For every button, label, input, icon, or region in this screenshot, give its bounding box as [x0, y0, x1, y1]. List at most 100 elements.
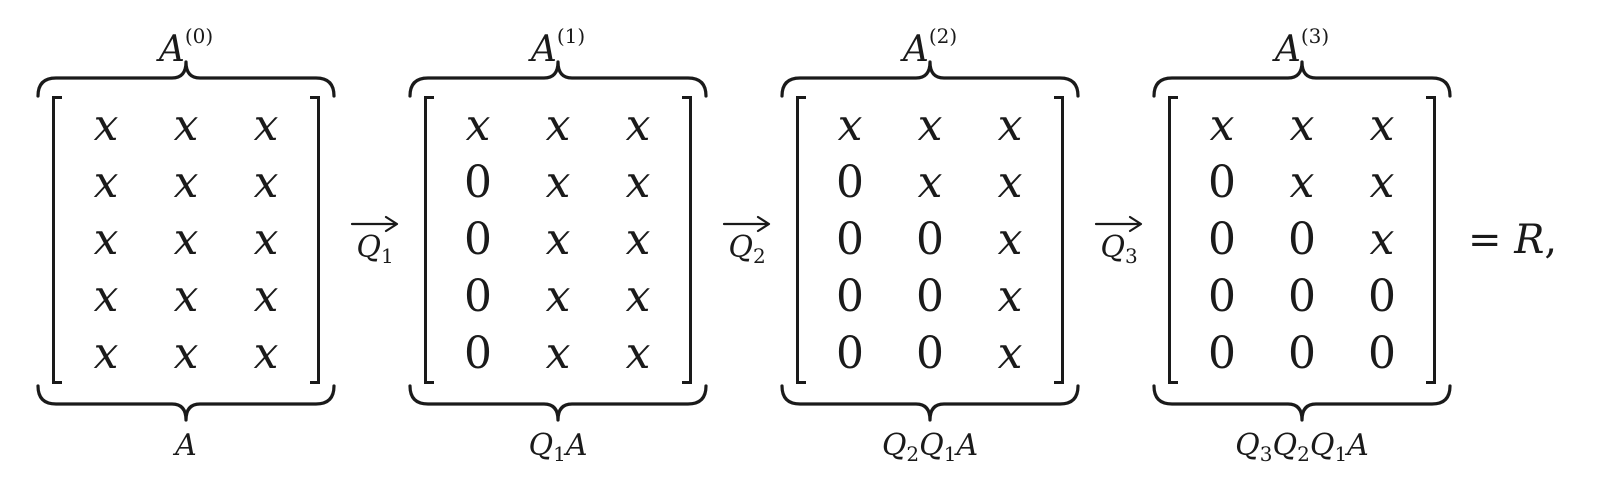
matrix-entry: x: [997, 213, 1023, 265]
label-symbol: Q: [528, 428, 554, 463]
transform-arrow-3: Q3: [1092, 214, 1146, 278]
label-symbol: Q: [1309, 428, 1335, 463]
matrix-entry: x: [545, 156, 571, 208]
result-punctuation: ,: [1544, 217, 1558, 263]
top-symbol: A: [530, 29, 557, 70]
matrix-entry: x: [1289, 99, 1315, 151]
left-bracket: [796, 96, 806, 384]
top-symbol: A: [1274, 29, 1301, 70]
matrix-entry: 0: [464, 327, 492, 379]
stage-top-label: A(0): [26, 14, 346, 72]
label-symbol: Q: [1272, 428, 1298, 463]
matrix-entry: 0: [1208, 156, 1236, 208]
right-bracket: [682, 96, 692, 384]
right-arrow-icon: [722, 215, 771, 233]
matrix-entry: 0: [1288, 270, 1316, 322]
arrow-label: Q1: [348, 228, 402, 276]
matrix-entry: x: [837, 99, 863, 151]
top-superscript: (2): [928, 24, 958, 48]
matrix-entry: 0: [1368, 327, 1396, 379]
matrix-entry: x: [253, 327, 279, 379]
label-subscript: 2: [906, 442, 920, 466]
arrow-label: Q3: [1092, 228, 1146, 276]
matrix-entry: x: [253, 213, 279, 265]
matrix-entry: x: [997, 270, 1023, 322]
top-superscript: (1): [556, 24, 586, 48]
matrix-entry: x: [93, 156, 119, 208]
left-bracket: [52, 96, 62, 384]
label-subscript: 3: [1259, 442, 1273, 466]
matrix-entry: x: [917, 156, 943, 208]
matrix-entry: x: [173, 156, 199, 208]
top-superscript: (3): [1300, 24, 1330, 48]
label-symbol: Q: [881, 428, 907, 463]
result-symbol: R: [1514, 217, 1545, 263]
right-bracket: [1426, 96, 1436, 384]
label-subscript: 1: [553, 442, 566, 466]
matrix-entry: x: [625, 99, 651, 151]
matrix-entry: 0: [836, 270, 864, 322]
matrix-entry: 0: [1208, 213, 1236, 265]
arrow-subscript: 2: [752, 244, 766, 268]
matrix-entry: x: [625, 213, 651, 265]
label-subscript: 1: [1334, 442, 1348, 466]
matrix-entry: x: [465, 99, 491, 151]
arrow-symbol: Q: [1100, 230, 1125, 265]
matrix-entry: x: [1369, 99, 1395, 151]
stage-bottom-label: A: [26, 426, 346, 466]
stage-bottom-label: Q3Q2Q1A: [1142, 426, 1462, 474]
right-bracket: [310, 96, 320, 384]
overbrace: [36, 60, 336, 98]
matrix-entry: 0: [1208, 327, 1236, 379]
matrix-entry: 0: [916, 213, 944, 265]
matrix-entry: x: [625, 327, 651, 379]
matrix-entry: x: [1369, 213, 1395, 265]
label-symbol: A: [175, 428, 197, 463]
matrix-entry: 0: [464, 156, 492, 208]
underbrace: [408, 384, 708, 422]
matrix-entry: 0: [1208, 270, 1236, 322]
matrix-entry: x: [173, 327, 199, 379]
matrix-entry: x: [625, 270, 651, 322]
left-bracket: [424, 96, 434, 384]
matrix-entry: 0: [916, 270, 944, 322]
matrix-entry: x: [253, 99, 279, 151]
matrix-entry: x: [997, 99, 1023, 151]
matrix-entry: 0: [464, 213, 492, 265]
matrix-entry: x: [917, 99, 943, 151]
left-bracket: [1168, 96, 1178, 384]
stage-bottom-label: Q2Q1A: [770, 426, 1090, 474]
overbrace: [780, 60, 1080, 98]
underbrace: [36, 384, 336, 422]
matrix-entry: x: [173, 99, 199, 151]
matrix-entry: 0: [1288, 213, 1316, 265]
stage-top-label: A(3): [1142, 14, 1462, 72]
top-symbol: A: [902, 29, 929, 70]
label-symbol: Q: [1235, 428, 1260, 463]
matrix-entry: x: [625, 156, 651, 208]
matrix-entry: x: [93, 327, 119, 379]
right-arrow-icon: [1094, 215, 1143, 233]
matrix-entry: x: [997, 327, 1023, 379]
matrix-entry: 0: [836, 327, 864, 379]
right-arrow-icon: [350, 215, 399, 233]
underbrace: [780, 384, 1080, 422]
matrix-entry: 0: [1368, 270, 1396, 322]
matrix-entry: x: [93, 270, 119, 322]
stage-top-label: A(1): [398, 14, 718, 72]
transform-arrow-2: Q2: [720, 214, 774, 278]
matrix-entry: x: [93, 99, 119, 151]
top-superscript: (0): [184, 24, 214, 48]
arrow-subscript: 3: [1124, 244, 1138, 268]
label-subscript: 1: [943, 442, 957, 466]
arrow-symbol: Q: [356, 230, 381, 265]
label-symbol: Q: [919, 428, 944, 463]
matrix-entry: x: [1209, 99, 1235, 151]
